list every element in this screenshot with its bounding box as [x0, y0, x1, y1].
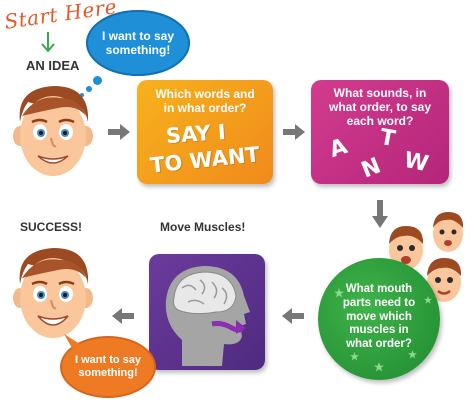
- sounds-title-line1: What sounds, in: [333, 86, 427, 100]
- thought-dot: [86, 86, 92, 92]
- sounds-title-line3: each word?: [346, 113, 414, 128]
- thought-bubble-line2: something!: [105, 43, 171, 57]
- arrow-right-icon: [283, 124, 305, 140]
- speech-bubble: I want to say something!: [60, 336, 156, 398]
- mouth-title-line1: What mouth: [345, 283, 413, 295]
- start-arrow-icon: [41, 32, 55, 53]
- speech-bubble-tail: [64, 334, 80, 348]
- sounds-step-box: [311, 80, 449, 184]
- small-boy-face-icon: [427, 258, 462, 302]
- brain-head-silhouette-icon: [165, 266, 250, 366]
- star-icon: [350, 352, 359, 361]
- words-title-line2: in what order?: [163, 100, 247, 115]
- boy-face-icon: [13, 86, 93, 176]
- muscles-step-label: Move Muscles!: [160, 220, 246, 234]
- arrow-left-icon: [282, 308, 304, 324]
- words-title-line1: Which words and: [155, 87, 255, 101]
- sounds-title-line2: what order, to say: [328, 99, 432, 114]
- arrow-left-icon: [112, 308, 134, 324]
- arrow-right-icon: [108, 124, 130, 140]
- boy-face-icon: [13, 248, 93, 338]
- mouth-title-line2: parts need to: [342, 296, 416, 309]
- say-words-line1: SAY I: [165, 119, 227, 149]
- star-icon: [334, 288, 344, 298]
- thought-dot: [93, 76, 102, 85]
- mouth-title-line4: muscles in: [349, 324, 409, 337]
- mouth-title-line3: move which: [346, 310, 412, 323]
- speech-bubble-line1: I want to say: [74, 353, 142, 366]
- star-icon: [424, 296, 432, 304]
- star-icon: [374, 362, 384, 372]
- idea-label: AN IDEA: [26, 58, 80, 73]
- mouth-title-line5: what order?: [346, 338, 412, 351]
- sound-letter: W: [401, 147, 431, 178]
- words-step-box: [137, 80, 273, 184]
- thought-bubble-line1: I want to say: [101, 28, 175, 43]
- success-label: SUCCESS!: [20, 220, 83, 234]
- thought-bubble: I want to say something!: [86, 10, 190, 76]
- thought-dot: [80, 93, 84, 97]
- arrow-down-icon: [372, 200, 388, 228]
- star-icon: [408, 350, 417, 359]
- small-boy-face-icon: [433, 212, 464, 252]
- mouth-step-title: What mouth parts need to move which musc…: [318, 283, 440, 352]
- speech-bubble-line2: something!: [78, 367, 138, 379]
- sounds-step-title: What sounds, in what order, to say each …: [311, 86, 449, 128]
- words-step-title: Which words and in what order?: [137, 87, 273, 116]
- mouth-step-circle: [318, 258, 440, 380]
